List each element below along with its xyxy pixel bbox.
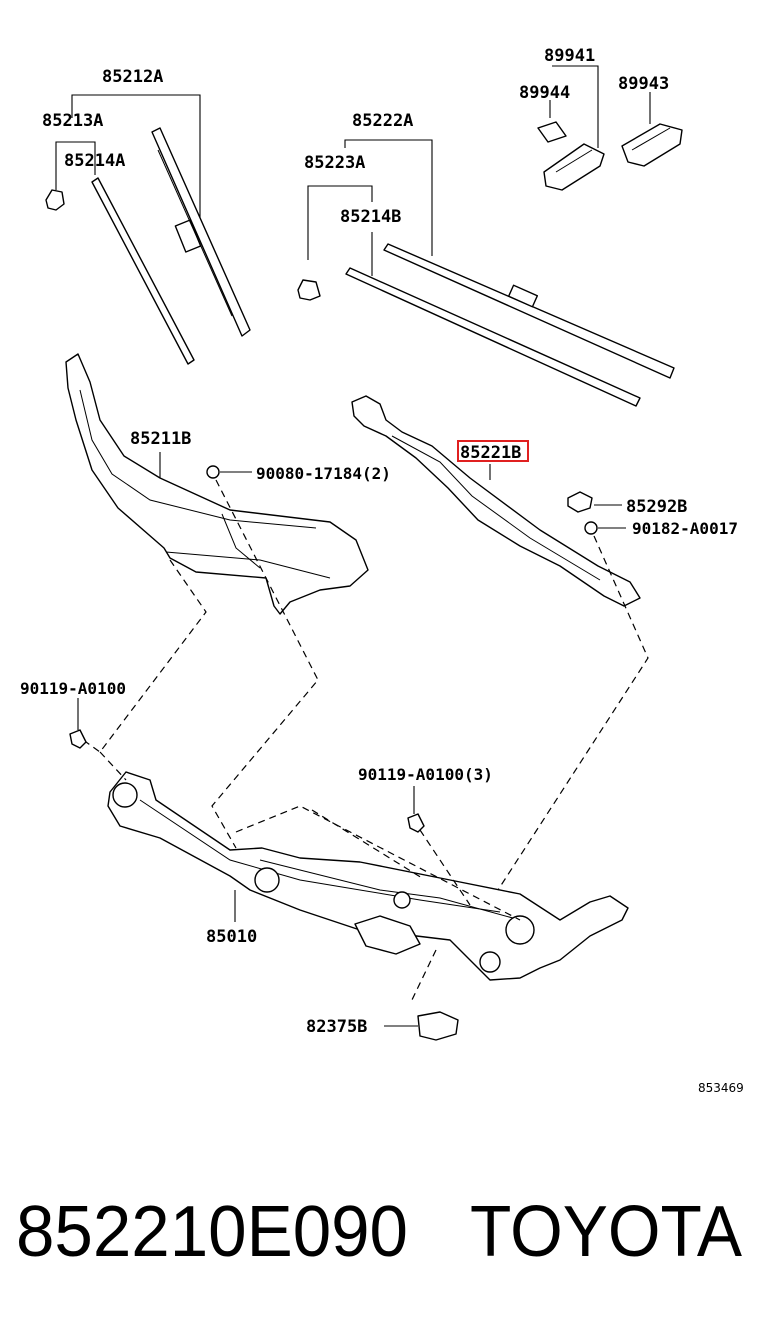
diagram-id: 853469	[698, 1081, 744, 1095]
part-number: 852210E090	[16, 1192, 408, 1272]
highlight-box	[457, 440, 529, 462]
assembly-lines	[85, 479, 649, 1005]
wiper-arm-right[interactable]	[351, 395, 641, 607]
callout-90080-17184[interactable]: 90080-17184(2)	[256, 464, 391, 483]
connector[interactable]	[417, 1011, 459, 1041]
callout-labels: 85212A 85213A 85214A 85222A 85223A 85214…	[20, 46, 744, 1095]
callout-85214A[interactable]: 85214A	[64, 151, 125, 171]
wiper-clip-right[interactable]	[297, 279, 321, 301]
right-blade-group	[297, 139, 675, 407]
wiper-rubber-right[interactable]	[345, 267, 641, 407]
wiper-clip-left[interactable]	[45, 189, 65, 211]
wiper-linkage[interactable]	[107, 771, 629, 981]
wiper-rubber-left[interactable]	[91, 177, 195, 365]
callout-89944[interactable]: 89944	[519, 83, 570, 103]
sensor-cover[interactable]	[621, 123, 683, 167]
callout-90182-A0017[interactable]: 90182-A0017	[632, 519, 738, 538]
callout-85223A[interactable]: 85223A	[304, 153, 365, 173]
wiper-arm-left[interactable]	[65, 353, 369, 615]
right-arm-group	[351, 395, 641, 607]
linkage-group	[69, 698, 629, 1041]
callout-89941[interactable]: 89941	[544, 46, 595, 66]
callout-85214B[interactable]: 85214B	[340, 207, 401, 227]
callout-85222A[interactable]: 85222A	[352, 111, 413, 131]
callout-90119-A0100[interactable]: 90119-A0100	[20, 679, 126, 698]
callout-89943[interactable]: 89943	[618, 74, 669, 94]
wiper-blade-right[interactable]	[383, 243, 675, 379]
sensor-bracket[interactable]	[543, 143, 605, 191]
callout-82375B[interactable]: 82375B	[306, 1017, 367, 1037]
left-blade-group	[45, 94, 251, 365]
callout-85010[interactable]: 85010	[206, 927, 257, 947]
callout-85211B[interactable]: 85211B	[130, 429, 191, 449]
callout-85212A[interactable]: 85212A	[102, 67, 163, 87]
bolt-center[interactable]	[407, 813, 425, 833]
nut-left-arm[interactable]	[206, 465, 220, 479]
callout-85221B[interactable]: 85221B	[460, 443, 521, 463]
cap-right-arm[interactable]	[567, 491, 593, 513]
callout-90119-A0100-3[interactable]: 90119-A0100(3)	[358, 765, 493, 784]
sensor-group	[537, 65, 683, 191]
callout-85213A[interactable]: 85213A	[42, 111, 103, 131]
brand-name: TOYOTA	[470, 1192, 742, 1272]
nut-right-arm[interactable]	[584, 521, 598, 535]
left-arm-group	[65, 353, 369, 615]
callout-85292B[interactable]: 85292B	[626, 497, 687, 517]
bolt-left[interactable]	[69, 729, 87, 749]
sensor-pad[interactable]	[537, 121, 567, 143]
wiper-blade-left[interactable]	[151, 127, 251, 337]
